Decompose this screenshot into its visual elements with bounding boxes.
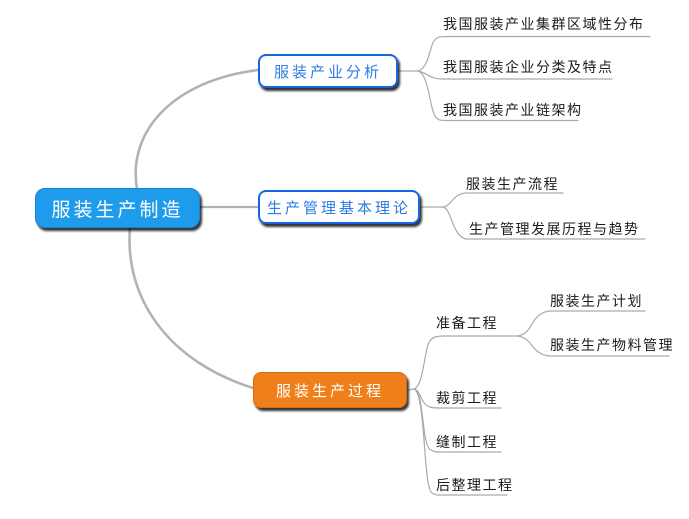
connector-branch1-child3 bbox=[417, 70, 579, 122]
leaf-management-development-history-trends[interactable]: 生产管理发展历程与趋势 bbox=[469, 222, 640, 238]
connector-branch3-child2 bbox=[413, 388, 502, 409]
leaf-preparation-process[interactable]: 准备工程 bbox=[436, 316, 498, 332]
branch-node-production-process[interactable]: 服装生产过程 bbox=[253, 372, 407, 408]
leaf-enterprise-classification-characteristics[interactable]: 我国服装企业分类及特点 bbox=[443, 60, 614, 76]
connector-branch3-child4 bbox=[413, 388, 508, 496]
branch-node-industry-analysis[interactable]: 服装产业分析 bbox=[258, 54, 398, 88]
connector-branch3-child1 bbox=[413, 335, 519, 390]
connector-branch3-stem bbox=[407, 388, 415, 391]
connector-preparation-child2 bbox=[517, 335, 670, 357]
branch-node-label: 服装产业分析 bbox=[273, 62, 382, 81]
connector-branch2-child1 bbox=[442, 192, 564, 208]
branch-node-label: 生产管理基本理论 bbox=[266, 198, 411, 217]
leaf-industry-chain-structure[interactable]: 我国服装产业链架构 bbox=[443, 103, 583, 119]
leaf-sewing-process[interactable]: 缝制工程 bbox=[436, 435, 498, 451]
leaf-industry-cluster-regional-distribution[interactable]: 我国服装产业集群区域性分布 bbox=[443, 17, 645, 33]
branch-node-production-management-theory[interactable]: 生产管理基本理论 bbox=[258, 190, 420, 224]
root-node-label: 服装生产制造 bbox=[51, 198, 184, 221]
branch-node-label: 服装生产过程 bbox=[275, 381, 384, 400]
leaf-cutting-process[interactable]: 裁剪工程 bbox=[436, 391, 498, 407]
connector-root-branch1 bbox=[134, 68, 260, 191]
leaf-finishing-process[interactable]: 后整理工程 bbox=[436, 478, 514, 494]
root-node-clothing-production[interactable]: 服装生产制造 bbox=[35, 188, 200, 228]
connector-preparation-child1 bbox=[517, 310, 646, 337]
leaf-production-flow[interactable]: 服装生产流程 bbox=[466, 177, 559, 193]
connector-branch1-child1 bbox=[417, 35, 651, 72]
leaf-production-plan[interactable]: 服装生产计划 bbox=[550, 294, 643, 310]
leaf-production-material-management[interactable]: 服装生产物料管理 bbox=[550, 338, 674, 354]
connector-root-branch3 bbox=[128, 225, 255, 390]
connector-branch2-child2 bbox=[442, 206, 646, 240]
